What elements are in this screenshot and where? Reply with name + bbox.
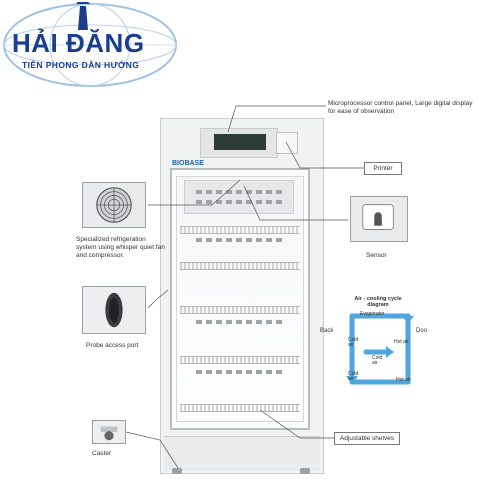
shelf bbox=[180, 404, 300, 412]
cold-air-label: Cold air bbox=[372, 355, 383, 366]
hot-air-label: Hot air bbox=[396, 377, 411, 383]
air-cycle-diagram bbox=[346, 313, 414, 385]
logo-subtitle: TIÊN PHONG DẪN HƯỚNG bbox=[22, 60, 140, 70]
shelf bbox=[180, 306, 300, 314]
digital-display bbox=[214, 134, 266, 150]
fan-icon bbox=[82, 182, 146, 228]
printer-icon bbox=[276, 132, 298, 154]
brand-label: BIOBASE bbox=[172, 160, 204, 167]
caster-icon bbox=[92, 420, 126, 444]
logo-globe-icon bbox=[3, 2, 177, 87]
caster-wheel bbox=[300, 468, 310, 474]
back-label: Back bbox=[320, 328, 334, 334]
shelf bbox=[180, 356, 300, 364]
printer-caption: Printer bbox=[364, 162, 402, 175]
logo-title: HẢI ĐĂNG bbox=[12, 28, 145, 58]
refrigeration-caption: Specialized refrigeration system using w… bbox=[76, 236, 165, 259]
probe-caption: Probe access port bbox=[86, 342, 139, 349]
sensor-icon bbox=[350, 196, 408, 242]
door-label: Doo bbox=[416, 328, 428, 334]
vent-row bbox=[196, 200, 286, 204]
vent-row bbox=[196, 238, 286, 242]
evaporator-label: Evaporator bbox=[360, 311, 385, 317]
caster-wheel bbox=[172, 468, 182, 474]
cold-air-label: Cold air bbox=[348, 371, 359, 382]
shelf bbox=[180, 226, 300, 234]
cold-air-label: Cold air bbox=[348, 337, 359, 348]
door-glass bbox=[176, 176, 304, 422]
sensor-caption: Sensor bbox=[366, 252, 387, 259]
vent-row bbox=[196, 320, 286, 324]
control-panel-caption: Microprocessor control panel, Large digi… bbox=[328, 100, 473, 115]
shelves-caption: Adjustable shelves bbox=[334, 432, 400, 445]
probe-port-icon bbox=[82, 286, 146, 334]
vent-row bbox=[196, 370, 286, 374]
fridge-base bbox=[164, 436, 320, 471]
vent-row bbox=[196, 190, 286, 194]
hot-air-label: Hot air bbox=[394, 339, 409, 345]
air-cycle-title: Air - cooling cycle diagram bbox=[354, 296, 402, 308]
caster-caption: Caster bbox=[92, 450, 112, 457]
shelf bbox=[180, 262, 300, 270]
